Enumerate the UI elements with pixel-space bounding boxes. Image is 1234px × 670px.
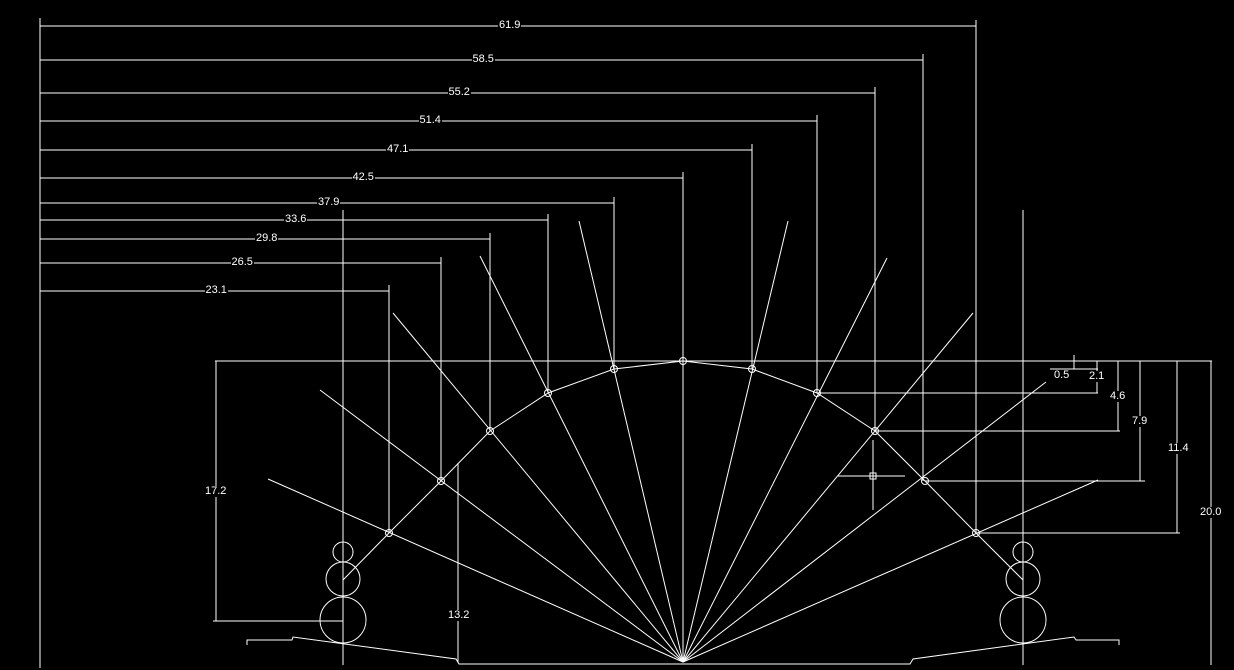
target-marker (869, 472, 877, 480)
ground-profile (246, 636, 1120, 665)
radial-ray (267, 478, 684, 663)
dimension-label: 29.8 (255, 232, 279, 244)
dimension-label: 4.6 (1109, 390, 1127, 402)
radial-ray (682, 479, 1099, 663)
dimension-label: 2.1 (1088, 370, 1106, 382)
radial-ray (682, 312, 974, 663)
dimension-label: 20.0 (1199, 506, 1223, 518)
column-circle (999, 596, 1047, 644)
dimension-label: 17.2 (204, 485, 228, 497)
arch-end-line (975, 532, 1024, 581)
dimension-label: 33.6 (284, 213, 308, 225)
dimension-label: 23.1 (204, 284, 228, 296)
dimension-label: 37.9 (317, 196, 341, 208)
dimension-label: 13.2 (447, 609, 471, 621)
radial-ray (479, 255, 684, 663)
radial-ray (319, 389, 684, 663)
dimension-label: 7.9 (1131, 415, 1149, 427)
dimension-label: 47.1 (386, 143, 410, 155)
radial-ray (578, 220, 684, 663)
dimension-label: 0.5 (1053, 369, 1071, 381)
dimension-label: 11.4 (1167, 442, 1190, 454)
dimension-label: 55.2 (447, 86, 471, 98)
arch-end-line (342, 532, 390, 581)
radial-ray (682, 220, 789, 663)
dimension-label: 58.5 (471, 53, 495, 65)
radial-ray (682, 257, 888, 663)
dimension-label: 51.4 (418, 114, 442, 126)
column-circle (1005, 561, 1041, 597)
column-circle (319, 596, 367, 644)
dimension-label: 61.9 (498, 19, 522, 31)
dimension-label: 42.5 (351, 171, 375, 183)
column-circle (325, 561, 361, 597)
radial-ray (392, 312, 684, 663)
radial-ray (682, 381, 1047, 663)
dimension-label: 26.5 (230, 256, 254, 268)
